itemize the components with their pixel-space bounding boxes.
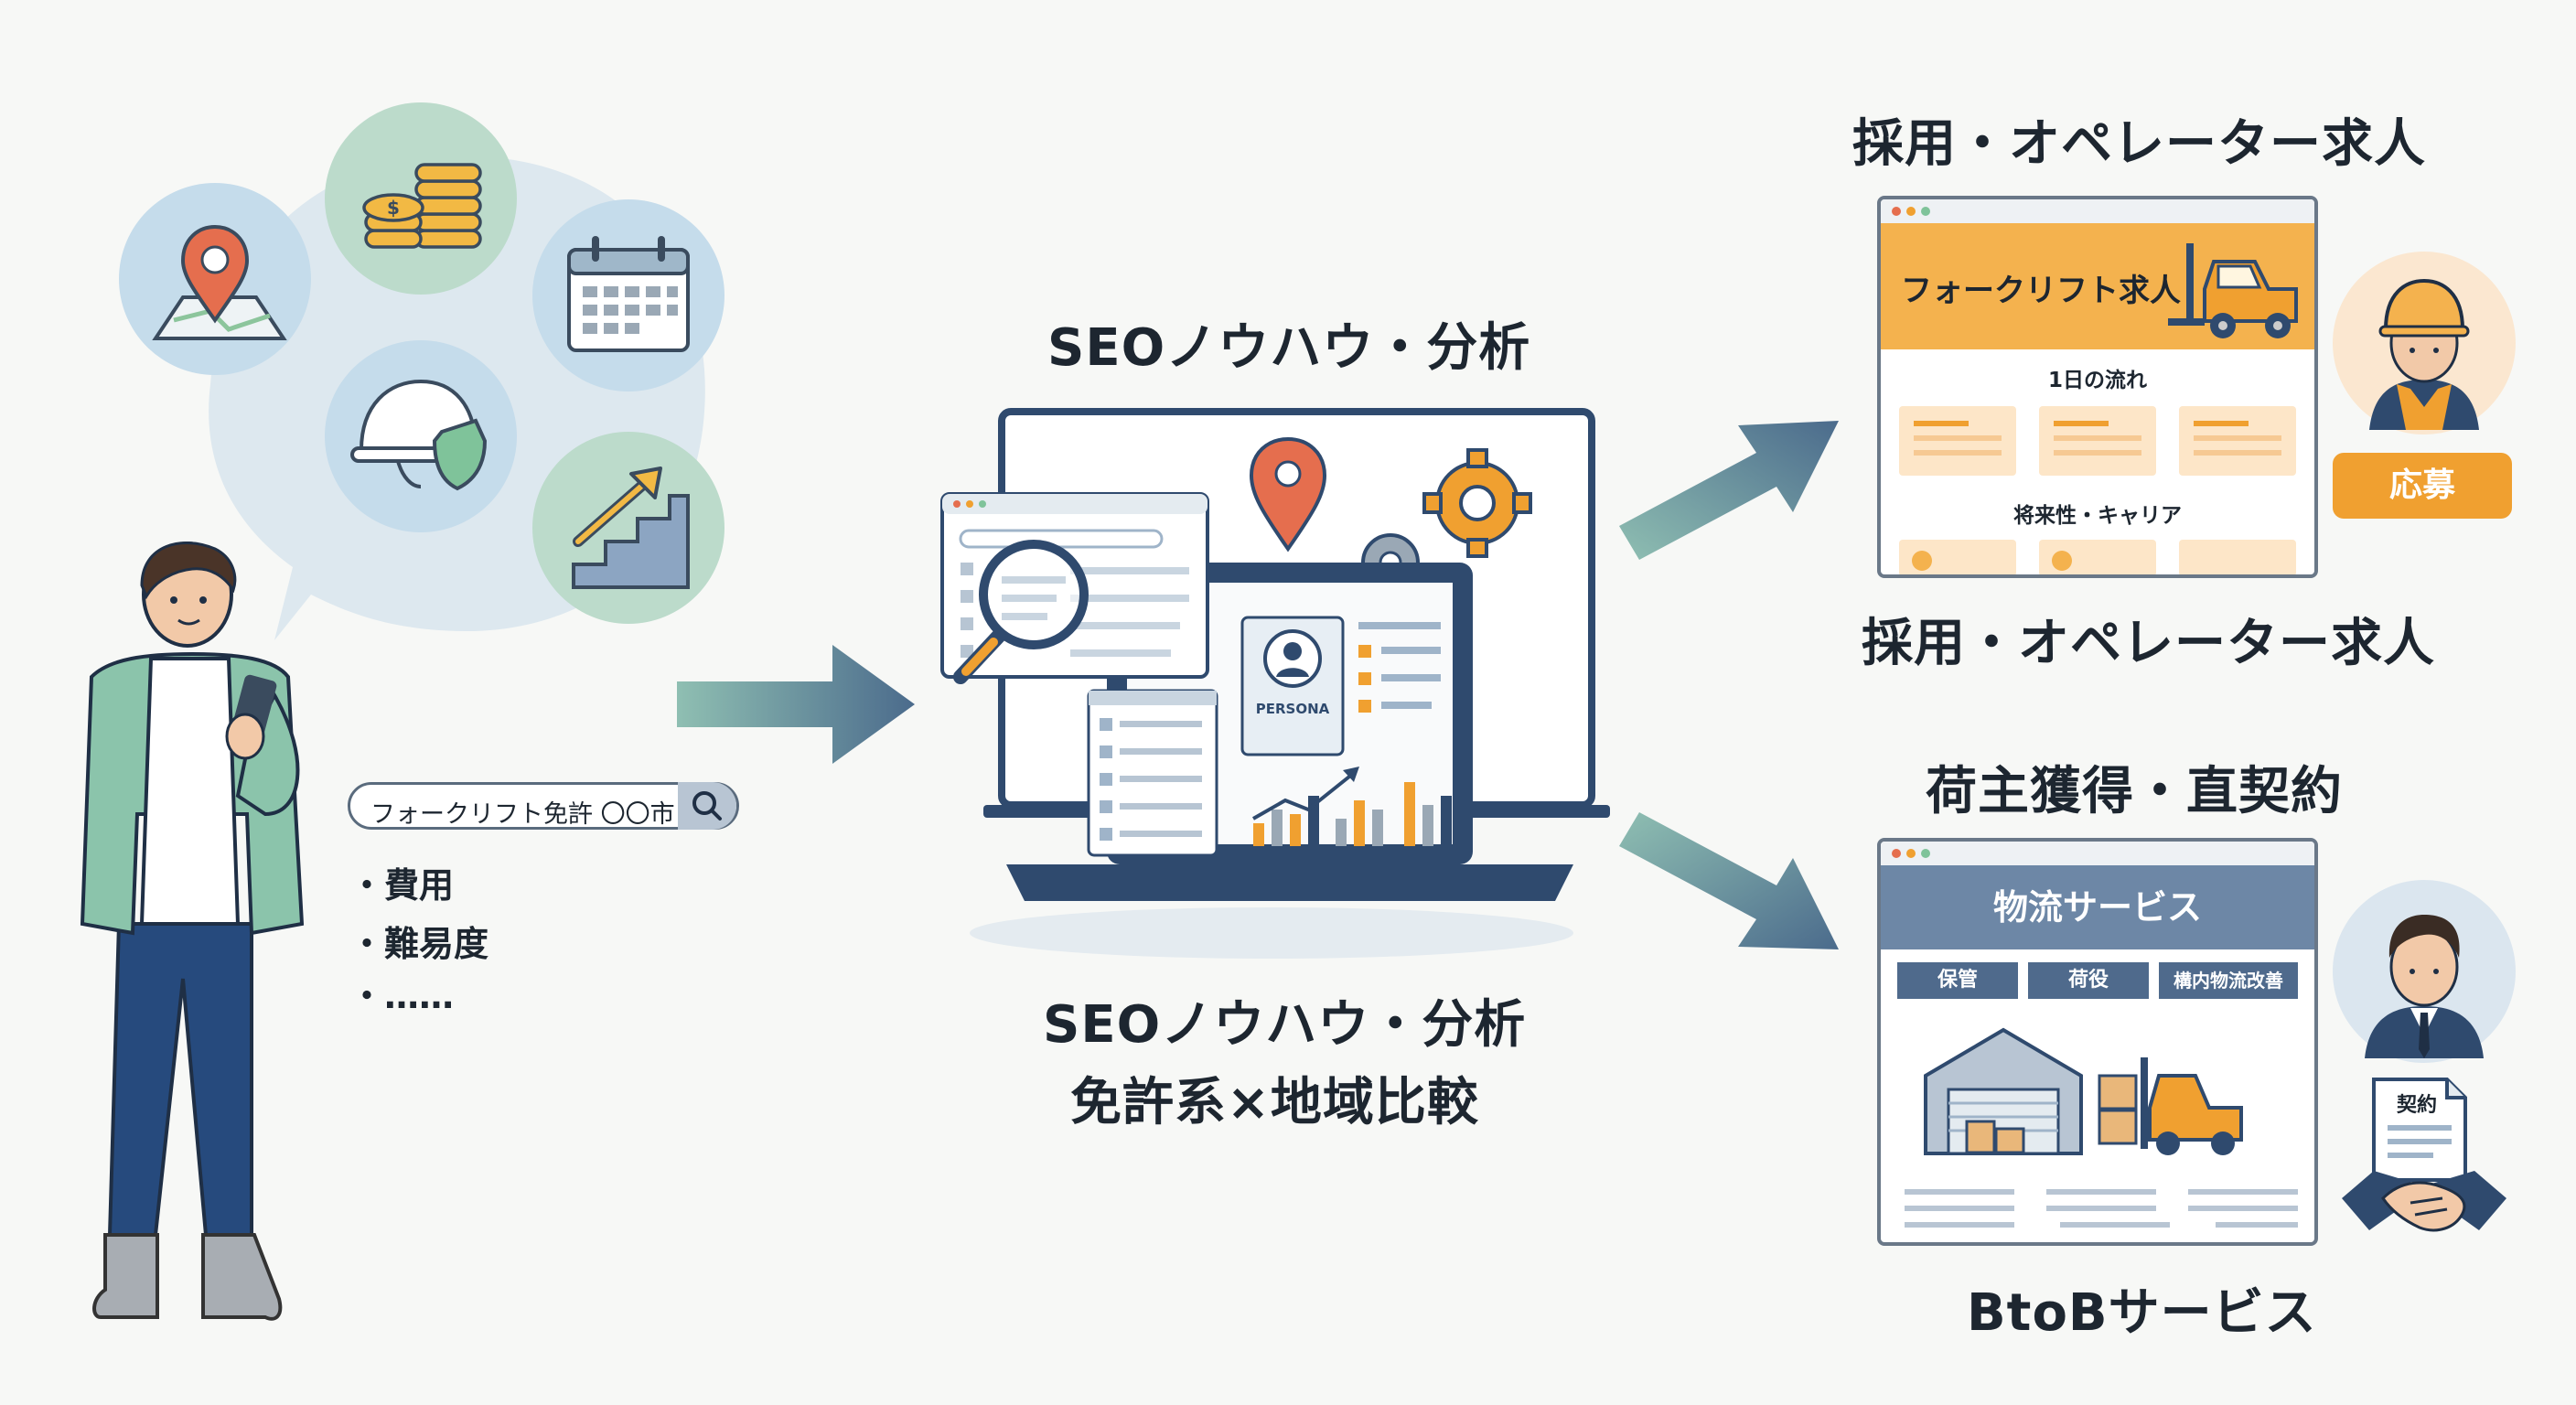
btob-browser: 物流サービス 保管 荷役 構内物流改善 — [1877, 838, 2318, 1246]
concern-item: ・…… — [349, 976, 455, 1016]
persona-label: PERSONA — [1256, 701, 1330, 717]
center-title-top: SEOノウハウ・分析 — [1047, 318, 1531, 378]
document-icon — [2372, 1078, 2467, 1182]
center-title-bottom: SEOノウハウ・分析 — [1043, 995, 1527, 1055]
arrow-down-right-icon — [1619, 812, 1839, 949]
search-icon — [692, 791, 722, 820]
worker-avatar — [2333, 252, 2516, 434]
recruit-banner-title: フォークリフト求人 — [1901, 273, 2181, 309]
browser-toolbar — [1881, 199, 2314, 223]
contract-label: 契約 — [2396, 1093, 2437, 1117]
recruit-heading-top: 採用・オペレーター求人 — [1852, 114, 2426, 174]
btob-heading-bottom: BtoBサービス — [1967, 1283, 2317, 1343]
recruit-section-1: 1日の流れ — [2047, 369, 2147, 392]
concern-list: ・費用 ・難易度 ・…… — [349, 856, 488, 1019]
person-with-phone — [80, 542, 305, 1321]
browser-toolbar — [1881, 842, 2314, 865]
magnifier-icon — [953, 540, 1089, 684]
seo-analysis-illustration: PERSONA — [940, 408, 1610, 959]
apply-button[interactable]: 応募 — [2333, 453, 2512, 519]
arrow-up-right-icon — [1619, 421, 1839, 560]
concern-item: ・難易度 — [349, 924, 489, 964]
btob-banner-title: 物流サービス — [1992, 887, 2202, 928]
stairs-arrow-icon — [532, 432, 724, 624]
handshake-icon — [2342, 1171, 2506, 1232]
svg-text:$: $ — [387, 197, 400, 219]
map-pin-icon — [119, 183, 311, 375]
apply-button-label: 応募 — [2388, 467, 2455, 504]
search-bar[interactable]: フォークリフト免許 〇〇市 — [348, 782, 739, 830]
service-tag: 構内物流改善 — [2159, 962, 2298, 999]
recruit-banner: フォークリフト求人 — [1881, 223, 2314, 349]
recruit-heading-bottom: 採用・オペレーター求人 — [1862, 614, 2435, 673]
service-tag: 保管 — [1897, 962, 2018, 999]
helmet-shield-icon — [325, 340, 517, 532]
arrow-right-icon — [677, 645, 915, 764]
flow-card — [2039, 406, 2156, 476]
recruit-section-2: 将来性・キャリア — [2013, 504, 2182, 528]
center-subtitle: 免許系×地域比較 — [1070, 1073, 1479, 1132]
forklift-icon — [2168, 243, 2298, 338]
coins-icon: $ — [325, 102, 517, 295]
btob-heading-top: 荷主獲得・直契約 — [1926, 762, 2343, 821]
recruit-browser: フォークリフト求人 1日の流れ 将来性・キャリア — [1877, 196, 2318, 578]
businessman-avatar — [2333, 880, 2516, 1063]
btob-banner: 物流サービス — [1881, 865, 2314, 949]
warehouse-icon — [1924, 1027, 2243, 1155]
service-tag: 荷役 — [2028, 962, 2149, 999]
contract-handshake: 契約 — [2342, 1078, 2506, 1232]
search-query: フォークリフト免許 〇〇市 — [370, 800, 675, 829]
flow-card — [1899, 406, 2016, 476]
calendar-icon — [532, 199, 724, 391]
flow-card — [2179, 406, 2296, 476]
search-button[interactable] — [678, 782, 736, 830]
concern-item: ・費用 — [349, 865, 455, 906]
